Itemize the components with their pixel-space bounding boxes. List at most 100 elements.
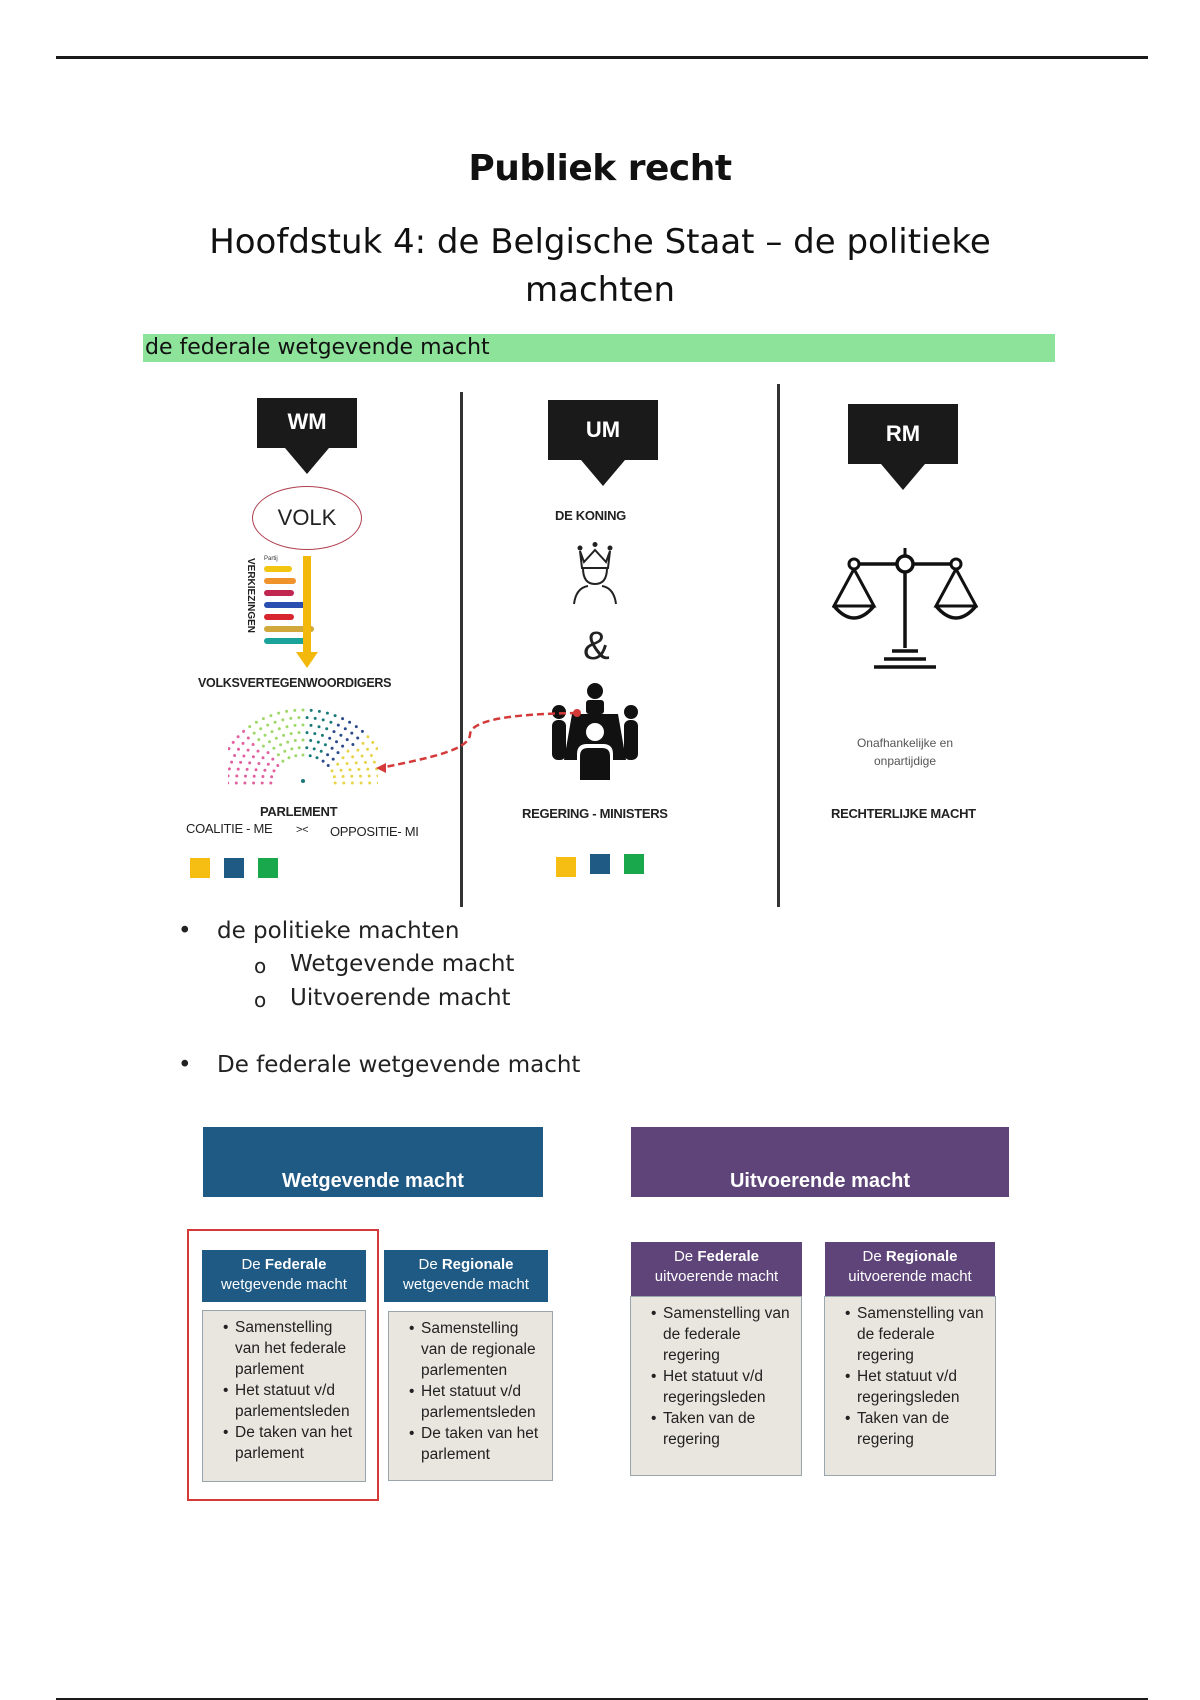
parliament-seat (341, 744, 345, 748)
parliament-seat (366, 767, 370, 771)
list-item-text: de politieke machten (217, 918, 460, 944)
parliament-seat (329, 720, 333, 724)
oppositie-label: OPPOSITIE- MI (330, 824, 419, 839)
scales-of-justice-icon (832, 548, 978, 669)
parliament-seat (254, 768, 258, 772)
parliament-seat (316, 740, 320, 744)
parliament-seat (256, 749, 260, 753)
parliament-seat (341, 717, 345, 721)
parliament-seat (359, 781, 363, 785)
parliament-seat (309, 723, 313, 727)
party-bar (264, 602, 310, 608)
parliament-seat (276, 753, 280, 757)
parliament-seat (228, 747, 231, 751)
parliament-seat (277, 727, 281, 731)
parliament-seat (274, 736, 278, 740)
parliament-seat (266, 762, 270, 766)
parliament-seat (366, 747, 369, 751)
arrow-head (296, 652, 318, 668)
parliament-seat (305, 731, 309, 735)
parliament-seat (350, 781, 354, 785)
rm-badge: RM (848, 404, 958, 464)
wm-badge: WM (257, 398, 357, 448)
parliament-seat (289, 716, 293, 720)
list-item: De taken van het parlement (223, 1422, 359, 1464)
parliament-seat (305, 746, 309, 750)
parliament-seat (297, 716, 301, 720)
parliament-seat (359, 774, 362, 778)
parliament-seat (234, 781, 238, 785)
parliament-seat (287, 756, 291, 760)
parliament-seat (330, 769, 334, 773)
parliament-seat (257, 738, 261, 742)
regionale-uitvoerende-content: Samenstelling van de federale regering H… (824, 1296, 996, 1476)
parliament-seat (315, 756, 319, 760)
parliament-seat (248, 761, 252, 765)
parliament-seat (342, 781, 346, 785)
parliament-seat (285, 709, 289, 713)
parliament-seat (261, 744, 265, 748)
parliament-seat (242, 729, 246, 733)
parliament-seat (356, 748, 360, 752)
parliament-seat (279, 743, 283, 747)
bullet-symbol: • (178, 1052, 192, 1078)
parliament-seat (231, 740, 235, 744)
party-bar (264, 590, 294, 596)
parliament-seat (228, 781, 230, 785)
parliament-seat (236, 767, 240, 771)
party-square-green (624, 854, 644, 874)
parliament-seat (272, 769, 276, 773)
parliament-seat (286, 740, 290, 744)
parliament-hemicycle-icon (228, 708, 378, 785)
parliament-seat (236, 735, 240, 739)
parliament-seat (335, 740, 338, 744)
arrow-shaft (303, 556, 311, 656)
verkiezingen-label: VERKIEZINGEN (245, 558, 256, 633)
parliament-seat (341, 775, 345, 778)
list-item: Het statuut v/d regeringsleden (845, 1366, 989, 1408)
parliament-seat (281, 718, 285, 722)
parliament-seat (319, 749, 323, 753)
party-bar (264, 566, 292, 572)
parliament-seat (301, 723, 305, 727)
parliament-seat (261, 756, 265, 760)
parliament-seat (348, 720, 352, 724)
list-item: De taken van het parlement (409, 1423, 546, 1465)
down-arrow-icon (285, 448, 329, 474)
list-item: Het statuut v/d regeringsleden (651, 1366, 795, 1408)
list-item: Samenstelling van de regionale parlement… (409, 1318, 546, 1381)
parliament-seat (313, 732, 317, 736)
parliament-seat (363, 760, 367, 764)
parliament-seat (252, 774, 256, 778)
parliament-seat (285, 725, 289, 729)
parliament-seat (263, 768, 267, 772)
parliament-seat (245, 767, 249, 771)
federale-wetgevende-content: Samenstelling van het federale parlement… (202, 1310, 366, 1482)
parliament-seat (326, 764, 330, 767)
parliament-seat (360, 754, 364, 758)
list-item: Taken van de regering (651, 1408, 795, 1450)
parliament-seat (320, 733, 324, 737)
parliament-seat (242, 754, 246, 758)
parliament-seat (369, 754, 373, 757)
parliament-seat (376, 774, 378, 778)
regionale-uitvoerende-header: De Regionale uitvoerende macht (825, 1242, 995, 1296)
parliament-seat (351, 755, 355, 759)
parliament-seat (266, 751, 270, 755)
parliament-seat (372, 760, 376, 764)
parliament-seat (246, 736, 250, 740)
party-square-yellow (190, 858, 210, 878)
parliament-seat (354, 725, 358, 729)
powers-diagram: WM VOLK VERKIEZINGEN Partij VOLKSVERTEGE… (180, 380, 1030, 907)
parliament-seat (339, 768, 343, 772)
parliament-seat (301, 753, 305, 757)
parliament-seat (289, 732, 293, 736)
parliament-seat (345, 762, 349, 765)
federale-wetgevende-header: De Federale wetgevende macht (202, 1250, 366, 1302)
parliament-seat (312, 747, 316, 751)
parliament-seat (354, 761, 358, 765)
bullet-symbol: • (178, 918, 192, 944)
parliament-seat (317, 709, 321, 713)
parliament-seat (375, 747, 378, 751)
parliament-seat (308, 754, 312, 758)
